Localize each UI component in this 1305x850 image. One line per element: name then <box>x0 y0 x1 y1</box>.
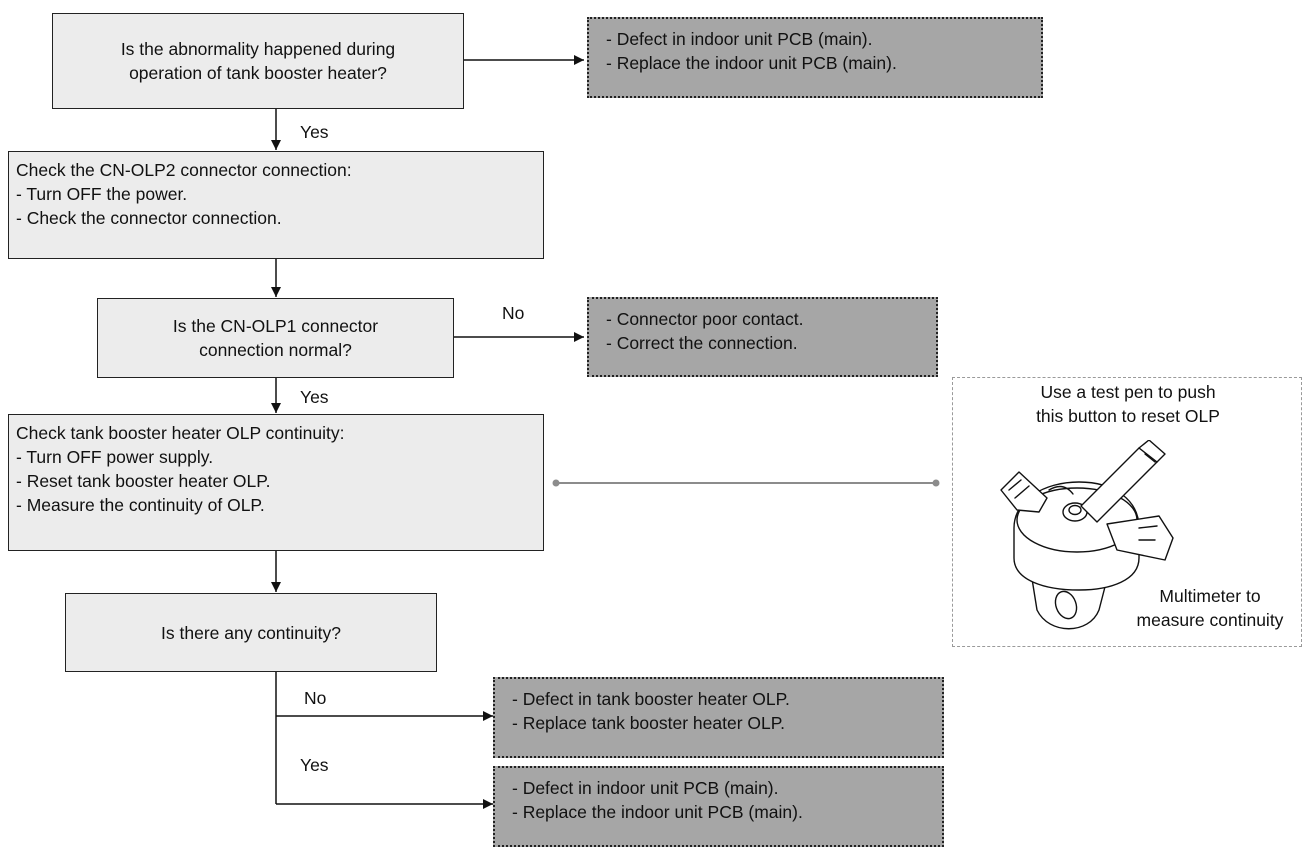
decision-box-olp1-connection: Is the CN-OLP1 connector connection norm… <box>97 298 454 378</box>
yes-label-3: Yes <box>300 755 329 775</box>
process-text-line-2: - Turn OFF the power. <box>16 184 188 204</box>
decision-text-line-1: Is there any continuity? <box>161 622 341 643</box>
yes-label-2: Yes <box>300 387 329 407</box>
result-text-line-2: - Correct the connection. <box>606 333 798 353</box>
decision-text-line-2: connection normal? <box>199 340 352 360</box>
result-text-line-2: - Replace the indoor unit PCB (main). <box>606 53 897 73</box>
figure-caption-line-4: measure continuity <box>1136 610 1284 630</box>
result-box-olp-defect: - Defect in tank booster heater OLP. - R… <box>493 677 944 758</box>
figure-connector-dot-left <box>552 479 560 487</box>
figure-caption-bottom: Multimeter to measure continuity <box>1121 584 1299 632</box>
decision-text-line-1: Is the abnormality happened during <box>120 39 396 59</box>
olp-illustration-panel: Use a test pen to push this button to re… <box>952 377 1302 647</box>
process-box-check-olp2-connector: Check the CN-OLP2 connector connection: … <box>8 151 544 259</box>
process-box-check-olp-continuity: Check tank booster heater OLP continuity… <box>8 414 544 551</box>
decision-box-tank-heater-operation: Is the abnormality happened during opera… <box>52 13 464 109</box>
result-text-line-2: - Replace tank booster heater OLP. <box>512 713 786 733</box>
figure-caption-line-3: Multimeter to <box>1159 586 1261 606</box>
decision-text-line-1: Is the CN-OLP1 connector <box>172 316 379 336</box>
decision-box-any-continuity: Is there any continuity? <box>65 593 437 672</box>
process-text-line-1: Check the CN-OLP2 connector connection: <box>16 160 352 180</box>
olp-terminal-left <box>1000 471 1048 513</box>
process-text-line-3: - Check the connector connection. <box>16 208 282 228</box>
yes-label-1: Yes <box>300 122 329 142</box>
olp-mounting-hole <box>1054 590 1078 620</box>
result-text-line-1: - Defect in indoor unit PCB (main). <box>606 29 873 49</box>
decision-text-line-2: operation of tank booster heater? <box>129 63 387 83</box>
result-text-line-1: - Defect in tank booster heater OLP. <box>512 689 790 709</box>
figure-caption-line-1: Use a test pen to push <box>1040 382 1216 402</box>
olp-thermostat-illustration <box>1000 440 1174 630</box>
result-text-line-2: - Replace the indoor unit PCB (main). <box>512 802 803 822</box>
no-label-2: No <box>502 303 525 323</box>
no-label-3: No <box>304 688 327 708</box>
figure-caption-line-2: this button to reset OLP <box>1036 406 1220 426</box>
process-text-line-4: - Measure the continuity of OLP. <box>16 495 265 515</box>
result-box-pcb-defect-2: - Defect in indoor unit PCB (main). - Re… <box>493 766 944 847</box>
result-box-pcb-defect-1: - Defect in indoor unit PCB (main). - Re… <box>587 17 1043 98</box>
result-box-connector-poor-contact: - Connector poor contact. - Correct the … <box>587 297 938 377</box>
figure-caption-top: Use a test pen to push this button to re… <box>953 380 1303 428</box>
process-text-line-2: - Turn OFF power supply. <box>16 447 214 467</box>
result-text-line-1: - Connector poor contact. <box>606 309 804 329</box>
process-text-line-3: - Reset tank booster heater OLP. <box>16 471 271 491</box>
figure-connector-dot-right <box>932 479 940 487</box>
process-text-line-1: Check tank booster heater OLP continuity… <box>16 423 345 443</box>
olp-terminal-right <box>1106 515 1174 561</box>
result-text-line-1: - Defect in indoor unit PCB (main). <box>512 778 779 798</box>
